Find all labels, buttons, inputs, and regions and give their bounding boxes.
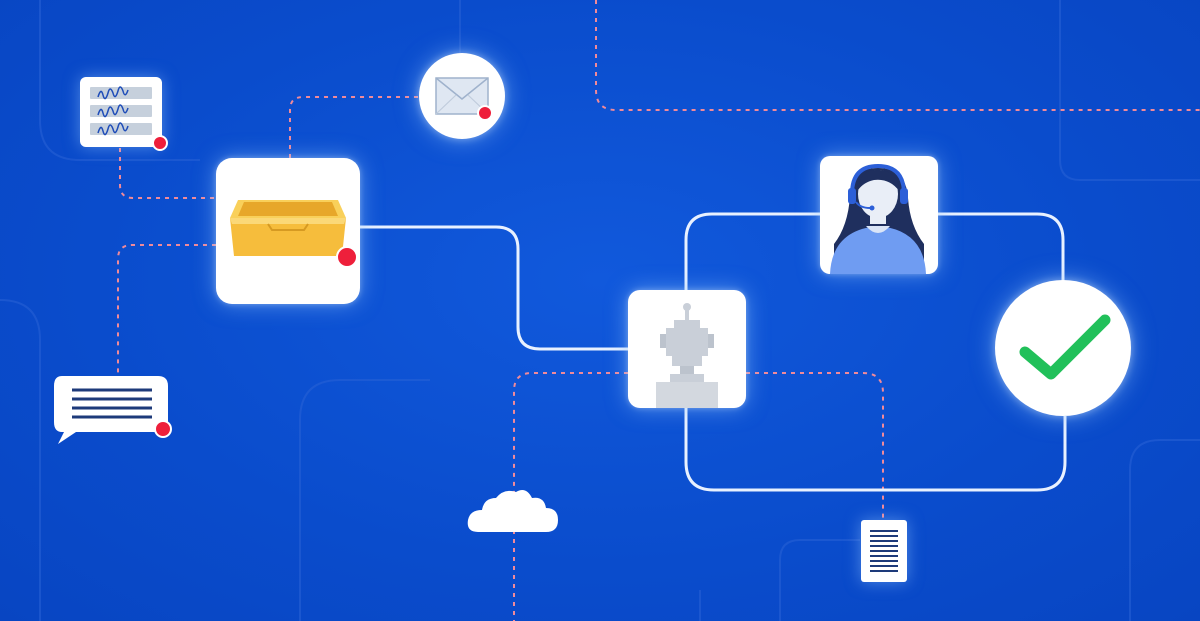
- checkmark-icon: [1017, 312, 1113, 384]
- link-bot-cloud: [513, 372, 628, 492]
- done-node[interactable]: [995, 280, 1131, 416]
- support-agent-icon: [820, 156, 938, 274]
- link-notes-inbox: [119, 148, 216, 199]
- inbox-card[interactable]: [216, 158, 360, 304]
- link-inbox-chat: [117, 244, 216, 376]
- bot-card[interactable]: [628, 290, 746, 408]
- document-card[interactable]: [861, 520, 907, 582]
- robot-icon: [656, 302, 718, 408]
- chat-bubble-node[interactable]: [52, 374, 172, 446]
- cloud-icon: [466, 488, 560, 534]
- link-bot-agent: [684, 212, 820, 290]
- notes-list-icon: [88, 85, 154, 139]
- link-top-trace: [595, 0, 1200, 111]
- notes-card[interactable]: [80, 77, 168, 151]
- link-inbox-bot: [360, 225, 628, 351]
- notes-alert-dot: [152, 135, 168, 151]
- link-bot-done: [684, 408, 1067, 492]
- link-bot-document: [746, 372, 884, 520]
- link-agent-done: [938, 212, 1065, 282]
- document-icon: [868, 529, 900, 573]
- chat-alert-dot: [154, 420, 172, 438]
- mail-node[interactable]: [419, 53, 505, 139]
- inbox-tray-icon: [228, 198, 348, 260]
- inbox-alert-dot: [336, 246, 358, 268]
- chat-bubble-icon: [52, 374, 172, 446]
- cloud-node[interactable]: [466, 488, 560, 534]
- mail-alert-dot: [477, 105, 493, 121]
- link-inbox-mail: [289, 96, 420, 158]
- agent-card[interactable]: [820, 156, 938, 274]
